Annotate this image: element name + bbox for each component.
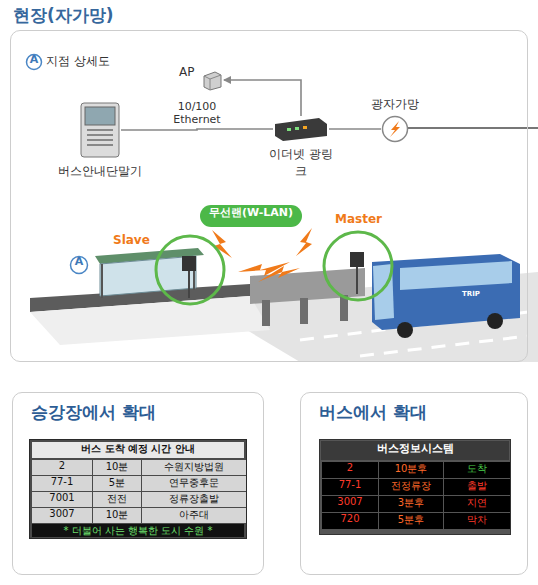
- table-cell: 3007: [32, 508, 92, 523]
- panel: 현장(자가망)A버스안내단말기AP이더넷 광링크광자가망무선랜(W-LAN)Sl…: [10, 30, 528, 362]
- optical-link-icon-shape: [273, 116, 329, 142]
- ap-icon: AP: [201, 69, 223, 91]
- wireless-bolt: [212, 228, 312, 282]
- master-circle: Master: [321, 229, 395, 303]
- node-text: 현장(자가망): [13, 4, 114, 27]
- table-cell: 77-1: [32, 476, 92, 491]
- edge-label: 10/100 Ethernet: [165, 100, 229, 126]
- table-cell: 5분후: [379, 513, 443, 529]
- node-text: A: [25, 53, 43, 66]
- fiber-network-symbol-shape: [381, 115, 409, 143]
- platform: [30, 296, 270, 345]
- node-text: 버스안내단말기: [40, 163, 160, 180]
- table-cell: 10분: [93, 508, 141, 523]
- optical-link-icon: 이더넷 광링크: [273, 116, 329, 142]
- table-cell: 수원지방법원: [142, 460, 246, 475]
- slave-circle-shape: [153, 233, 227, 307]
- table-cell: 전전: [93, 492, 141, 507]
- bus-display: 버스정보시스템 210분후도착 77-1전정류장출발 30073분후지연 7205분후막…: [319, 439, 511, 535]
- node-text: Slave: [113, 233, 150, 247]
- table-cell: 3분후: [379, 496, 443, 512]
- node-text: Master: [335, 212, 382, 226]
- connector: [329, 128, 381, 130]
- master-circle-shape: [321, 229, 395, 303]
- lane-mark: [360, 336, 528, 356]
- table-cell: 전정류장: [379, 479, 443, 495]
- bus-marking: TRIP: [462, 290, 480, 298]
- table-cell: 10분: [93, 460, 141, 475]
- node-text: A: [69, 255, 89, 268]
- table-cell: 720: [322, 513, 378, 529]
- table-cell: 아주대: [142, 508, 246, 523]
- node-text: 광자가망: [365, 96, 425, 113]
- fiber-line: [408, 127, 538, 129]
- terminal-icon: 버스안내단말기: [79, 101, 121, 159]
- table-cell: 지연: [444, 496, 510, 512]
- display-footer: * 더불어 사는 행복한 도시 수원 *: [32, 524, 244, 537]
- table-cell: 2: [32, 460, 92, 475]
- section-label: 지점 상세도: [46, 53, 110, 70]
- table-cell: 2: [322, 462, 378, 478]
- table-cell: 77-1: [322, 479, 378, 495]
- wlan-pill: 무선랜(W-LAN): [200, 205, 302, 227]
- node-text: 버스 도착 예정 시간 안내: [32, 442, 244, 458]
- callout-circle: A: [69, 255, 89, 275]
- slave-circle: Slave: [153, 233, 227, 307]
- shelter-glass: [100, 256, 196, 296]
- table-cell: 7001: [32, 492, 92, 507]
- node-text: AP: [179, 65, 194, 79]
- node-text: 무선랜(W-LAN): [200, 205, 302, 220]
- bus-window: [400, 261, 512, 290]
- connector: [224, 80, 301, 116]
- table-cell: 3007: [322, 496, 378, 512]
- node-text: 버스정보시스템: [321, 441, 509, 460]
- table-cell: 5분: [93, 476, 141, 491]
- terminal-icon-shape: [79, 101, 121, 159]
- table-cell: 출발: [444, 479, 510, 495]
- panel: 버스에서 확대버스정보시스템 210분후도착 77-1전정류장출발 30073분후지연…: [300, 392, 528, 575]
- stop-display: 버스 도착 예정 시간 안내210분수원지방법원77-15분연무중후문7001전…: [29, 439, 247, 539]
- table-cell: 10분후: [379, 462, 443, 478]
- callout-circle: A: [25, 53, 43, 71]
- fiber-network-symbol: 광자가망: [381, 115, 409, 143]
- table-cell: 정류장출발: [142, 492, 246, 507]
- table-cell: 막차: [444, 513, 510, 529]
- node-text: 이더넷 광링크: [269, 146, 333, 180]
- node-text: 버스에서 확대: [319, 401, 427, 424]
- overpass-columns: [262, 295, 348, 326]
- panel: 승강장에서 확대버스 도착 예정 시간 안내210분수원지방법원77-15분연무…: [12, 392, 264, 575]
- connector: [121, 129, 273, 130]
- ap-icon-shape: [201, 69, 223, 91]
- bus: [372, 254, 520, 330]
- table-cell: 연무중후문: [142, 476, 246, 491]
- node-text: 승강장에서 확대: [31, 401, 156, 424]
- table-cell: 도착: [444, 462, 510, 478]
